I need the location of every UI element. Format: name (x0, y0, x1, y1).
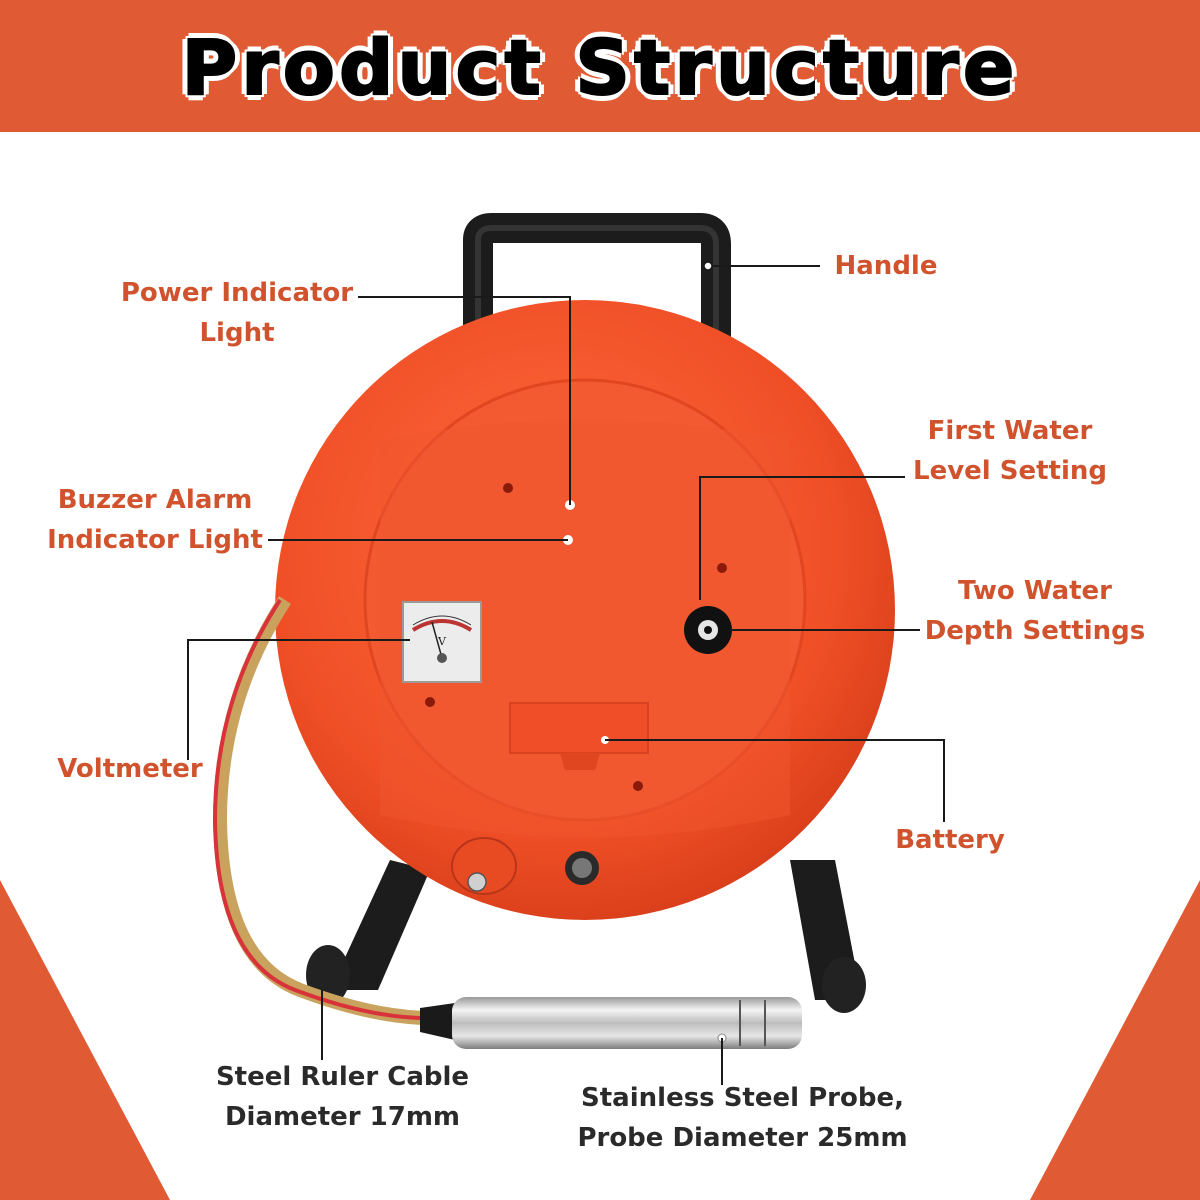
label-first-water-level: First Water Level Setting (913, 416, 1107, 486)
page-title: Product Structure (181, 22, 1019, 113)
label-buzzer-alarm: Buzzer Alarm Indicator Light (47, 485, 263, 555)
label-stainless-probe: Stainless Steel Probe, Probe Diameter 25… (577, 1083, 908, 1153)
leader-power (358, 296, 571, 505)
leader-first-water (699, 476, 905, 600)
bottom-ports (451, 837, 599, 895)
corner-triangle-left (0, 880, 170, 1200)
label-voltmeter: Voltmeter (57, 754, 203, 784)
stainless-steel-probe (420, 997, 802, 1049)
corner-triangle-right (1030, 880, 1200, 1200)
battery-compartment (509, 702, 649, 770)
label-handle: Handle (834, 251, 938, 281)
indicator-dot (425, 697, 435, 707)
handle-frame (463, 213, 731, 352)
indicator-dot (503, 483, 513, 493)
label-two-water-depth: Two Water Depth Settings (924, 576, 1146, 646)
indicator-dot (717, 563, 727, 573)
label-steel-ruler-cable: Steel Ruler Cable Diameter 17mm (215, 1062, 470, 1132)
label-battery: Battery (895, 825, 1005, 855)
title-banner (0, 0, 1200, 132)
leader-lines (187, 265, 945, 1085)
depth-setting-knob (684, 606, 732, 654)
voltmeter-unit: V (437, 635, 447, 648)
leader-battery (605, 739, 945, 822)
leader-voltmeter (187, 639, 410, 760)
indicator-dot (633, 781, 643, 791)
voltmeter-gauge: V (402, 601, 482, 683)
label-power-indicator: Power Indicator Light (120, 278, 354, 348)
